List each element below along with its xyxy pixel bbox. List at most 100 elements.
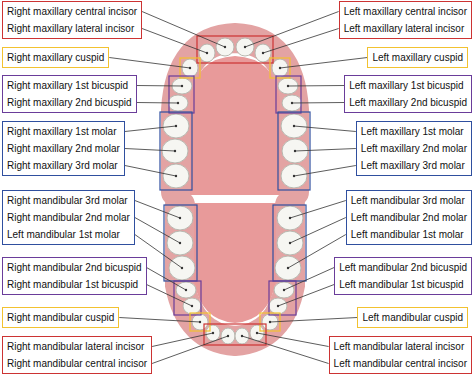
tooth-label: Right maxillary 1st bicuspid xyxy=(7,77,132,94)
leader-line xyxy=(147,285,192,307)
tooth-label: Right maxillary cuspid xyxy=(7,49,104,66)
leader-line xyxy=(125,166,176,177)
leader-line xyxy=(152,336,228,364)
leader-line xyxy=(290,201,346,219)
leader-dot xyxy=(241,335,243,337)
leader-dot xyxy=(289,217,291,219)
palate xyxy=(190,56,280,195)
leader-line xyxy=(242,336,329,364)
leader-dot xyxy=(287,85,289,87)
leader-dot xyxy=(293,125,295,127)
leader-line xyxy=(263,29,339,54)
tooth-label: Right mandibular central incisor xyxy=(7,355,147,372)
label-box: Left mandibular 2nd bicuspidLeft mandibu… xyxy=(334,257,472,295)
leader-line xyxy=(135,201,180,219)
tooth-label: Right maxillary central incisor xyxy=(7,3,137,20)
tooth-label: Left mandibular lateral incisor xyxy=(334,338,467,355)
tooth-label: Left mandibular 2nd molar xyxy=(351,209,467,226)
leader-line xyxy=(284,268,334,291)
tooth-label: Left maxillary cuspid xyxy=(372,49,463,66)
leader-dot xyxy=(294,150,296,152)
leader-dot xyxy=(199,321,201,323)
tooth-label: Right mandibular 2nd bicuspid xyxy=(7,259,142,276)
tooth-label: Left mandibular cuspid xyxy=(362,309,463,326)
leader-line xyxy=(125,126,176,132)
leader-line xyxy=(278,285,334,307)
leader-dot xyxy=(224,46,226,48)
leader-dot xyxy=(212,332,214,334)
leader-line xyxy=(142,29,207,54)
tooth-label: Left maxillary 1st bicuspid xyxy=(349,77,467,94)
leader-line xyxy=(288,85,344,87)
tooth-label: Right mandibular 2nd molar xyxy=(7,209,130,226)
tooth-label: Right maxillary 2nd molar xyxy=(7,140,120,157)
leader-dot xyxy=(279,67,281,69)
leader-line xyxy=(294,126,356,132)
leader-dot xyxy=(181,267,183,269)
tooth-label: Left maxillary 2nd bicuspid xyxy=(349,94,467,111)
leader-line xyxy=(294,166,356,177)
leader-line xyxy=(125,149,175,152)
leader-dot xyxy=(277,305,279,307)
tooth-label: Right mandibular cuspid xyxy=(7,309,114,326)
label-box: Right mandibular 2nd bicuspidRight mandi… xyxy=(2,257,147,295)
tooth-label: Left mandibular 1st molar xyxy=(7,226,130,243)
tooth-label: Right mandibular 3rd molar xyxy=(7,192,130,209)
tooth-label: Right mandibular 1st bicuspid xyxy=(7,276,142,293)
tooth-label: Left mandibular 1st molar xyxy=(351,226,467,243)
label-box: Left maxillary 1st molarLeft maxillary 2… xyxy=(356,121,472,176)
tooth-label: Right maxillary 3rd molar xyxy=(7,157,120,174)
leader-dot xyxy=(287,267,289,269)
label-box: Right mandibular 3rd molarRight mandibul… xyxy=(2,190,135,245)
label-box: Left maxillary 1st bicuspidLeft maxillar… xyxy=(344,75,472,113)
label-box: Left maxillary central incisorLeft maxil… xyxy=(339,1,472,39)
leader-dot xyxy=(256,332,258,334)
tooth-label: Left mandibular central incisor xyxy=(334,355,467,372)
leader-dot xyxy=(177,102,179,104)
leader-dot xyxy=(262,52,264,54)
label-box: Right maxillary cuspid xyxy=(2,47,109,68)
leader-line xyxy=(119,318,200,323)
leader-dot xyxy=(283,289,285,291)
label-box: Left mandibular cuspid xyxy=(357,307,468,328)
tooth-label: Left maxillary 2nd molar xyxy=(361,140,467,157)
leader-line xyxy=(137,85,182,87)
label-box: Right mandibular cuspid xyxy=(2,307,119,328)
tooth-label: Right maxillary 2nd bicuspid xyxy=(7,94,132,111)
leader-line xyxy=(292,102,344,104)
leader-line xyxy=(142,12,225,48)
label-box: Right mandibular lateral incisorRight ma… xyxy=(2,336,152,374)
label-box: Left mandibular lateral incisorLeft mand… xyxy=(329,336,472,374)
label-box: Left mandibular 3rd molarLeft mandibular… xyxy=(346,190,472,245)
label-box: Left maxillary cuspid xyxy=(367,47,468,68)
leader-line xyxy=(270,318,357,323)
leader-dot xyxy=(293,175,295,177)
tooth-label: Right mandibular lateral incisor xyxy=(7,338,147,355)
tooth-label: Left maxillary 1st molar xyxy=(361,123,467,140)
leader-dot xyxy=(269,321,271,323)
leader-dot xyxy=(191,305,193,307)
tooth-label: Left mandibular 2nd bicuspid xyxy=(339,259,467,276)
leader-dot xyxy=(227,335,229,337)
tooth-label: Left maxillary central incisor xyxy=(344,3,467,20)
leader-dot xyxy=(185,289,187,291)
leader-dot xyxy=(179,242,181,244)
leader-dot xyxy=(206,52,208,54)
leader-dot xyxy=(175,175,177,177)
leader-line xyxy=(245,12,339,48)
leader-line xyxy=(137,102,178,104)
leader-dot xyxy=(291,102,293,104)
teeth xyxy=(162,38,308,344)
label-box: Right maxillary 1st bicuspidRight maxill… xyxy=(2,75,137,113)
leader-line xyxy=(280,58,367,69)
tooth-label: Left mandibular 1st bicuspid xyxy=(339,276,467,293)
leader-dot xyxy=(244,46,246,48)
tooth-label: Left maxillary 3rd molar xyxy=(361,157,467,174)
leader-dot xyxy=(179,217,181,219)
label-box: Right maxillary central incisorRight max… xyxy=(2,1,142,39)
tooth-label: Left mandibular 3rd molar xyxy=(351,192,467,209)
leader-dot xyxy=(181,85,183,87)
leader-dot xyxy=(189,67,191,69)
leader-line xyxy=(295,149,356,152)
label-box: Right maxillary 1st molarRight maxillary… xyxy=(2,121,125,176)
